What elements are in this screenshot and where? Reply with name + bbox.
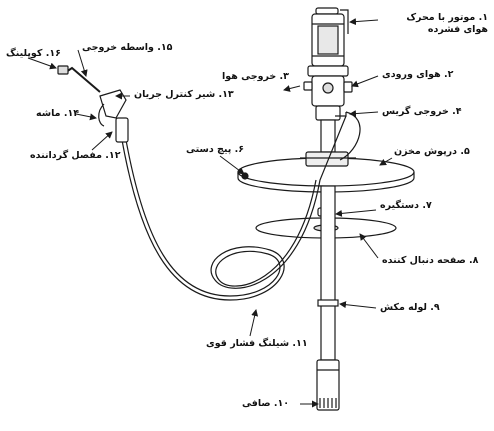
label-grease-outlet: ۴. خروجی گریس: [382, 106, 462, 117]
label-control-valve: ۱۳. شیر کنترل جریان: [134, 89, 234, 100]
label-air-inlet: ۲. هوای ورودی: [382, 69, 454, 80]
label-air-motor: ۱. موتور با محرک هوای فشرده: [380, 12, 488, 36]
label-coupling: ۱۶. کوپلینگ: [6, 48, 61, 59]
label-hand-screw: ۶. پیچ دستی: [186, 144, 245, 155]
label-drum-lid: ۵. درپوش مخزن: [394, 146, 470, 157]
label-handle: ۷. دستگیره: [380, 200, 432, 211]
label-suction-tube: ۹. لوله مکش: [380, 302, 440, 313]
label-air-outlet: ۳. خروجی هوا: [222, 71, 289, 82]
label-air-motor-line2: هوای فشرده: [427, 24, 488, 35]
label-air-motor-line1: ۱. موتور با محرک: [406, 12, 488, 23]
grease-gun: [57, 65, 129, 143]
air-motor: [303, 7, 353, 153]
label-swivel-joint: ۱۲. مفصل گرداننده: [30, 150, 121, 161]
label-pressure-hose: ۱۱. شیلنگ فشار قوی: [206, 338, 308, 349]
suction-tube: [316, 185, 340, 411]
label-strainer: ۱۰. صافی: [242, 398, 290, 409]
leader-lines: [27, 18, 393, 408]
label-outlet-extension: ۱۵. واسطه خروجی: [82, 42, 173, 53]
label-trigger: ۱۴. ماشه: [36, 108, 80, 119]
label-follower-plate: ۸. صفحه دنبال کننده: [382, 255, 479, 266]
